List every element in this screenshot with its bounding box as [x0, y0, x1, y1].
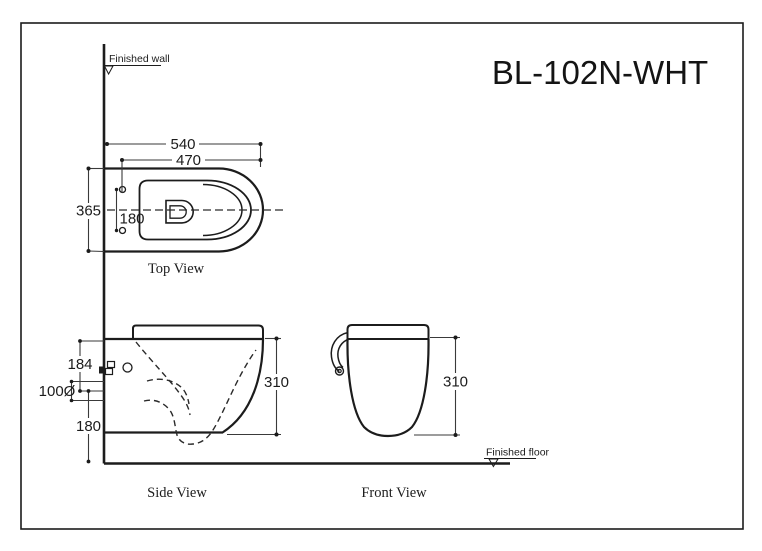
side-view-hidden-line-1 [135, 341, 191, 416]
inlet-valve-lower [104, 367, 114, 376]
water-inlet-fitting [99, 360, 133, 376]
drawing-border [20, 22, 744, 530]
inlet-valve-upper [106, 360, 116, 369]
dim-180-holes-label: 180 [120, 211, 145, 228]
side-view-bowl-outline [104, 337, 265, 434]
top-view-spud-inner [169, 205, 187, 219]
dim-100-label: 100Ø [39, 383, 76, 400]
inlet-hole-circle [122, 362, 133, 373]
dim-180-floor-label: 180 [76, 418, 101, 435]
front-view-label: Front View [361, 485, 427, 501]
finished-floor-level-icon [488, 458, 499, 468]
hose-connector-inner [337, 368, 342, 374]
finished-wall-level-icon [103, 65, 114, 76]
hose-connector-outer [334, 366, 345, 376]
dim-180-holes: 180 [115, 189, 145, 231]
front-view-bowl-outline [346, 338, 430, 438]
side-view-trap-hidden-line [143, 349, 257, 445]
dim-470-label: 470 [176, 152, 201, 169]
dim-310-side-label: 310 [264, 374, 289, 391]
hose-outer-line [330, 331, 349, 373]
dim-310-front-label: 310 [443, 374, 468, 391]
dim-180-floor: 180 [76, 391, 101, 462]
side-view-hidden-line-2 [146, 378, 190, 405]
hose-inner-line [337, 338, 350, 369]
dim-184: 184 [67, 340, 104, 391]
dim-310-side: 310 [227, 337, 289, 436]
finished-floor-label: Finished floor [486, 447, 550, 459]
finished-wall-label: Finished wall [109, 53, 170, 65]
dim-100: 100Ø [39, 380, 104, 402]
drawing-title: BL-102N-WHT [492, 54, 708, 91]
inlet-wall-block [99, 366, 105, 374]
supply-hose [330, 331, 350, 376]
side-view-seat-lid [132, 324, 264, 339]
dim-540: 540 [107, 136, 262, 167]
dim-470: 470 [121, 152, 261, 193]
datum-lines: Finished wall Finished floor [102, 44, 550, 468]
dim-310-front: 310 [414, 336, 468, 436]
dim-365-label: 365 [76, 203, 101, 220]
top-view-spud-outer [165, 199, 194, 224]
top-view-label: Top View [148, 261, 205, 277]
fixing-hole-bottom [118, 226, 127, 235]
side-view: 184 100Ø 180 310 Side View [39, 324, 289, 501]
front-view: 310 Front View [330, 324, 468, 501]
front-view-seat-lid [346, 324, 430, 340]
dim-184-label: 184 [67, 356, 92, 373]
dim-365: 365 [76, 167, 105, 253]
side-view-label: Side View [147, 485, 207, 501]
dim-540-label: 540 [170, 136, 195, 153]
top-view-seat-outline [138, 179, 252, 241]
top-view: 540 470 365 180 Top View [76, 136, 286, 277]
dimension-endpoint-dots [69, 142, 458, 464]
